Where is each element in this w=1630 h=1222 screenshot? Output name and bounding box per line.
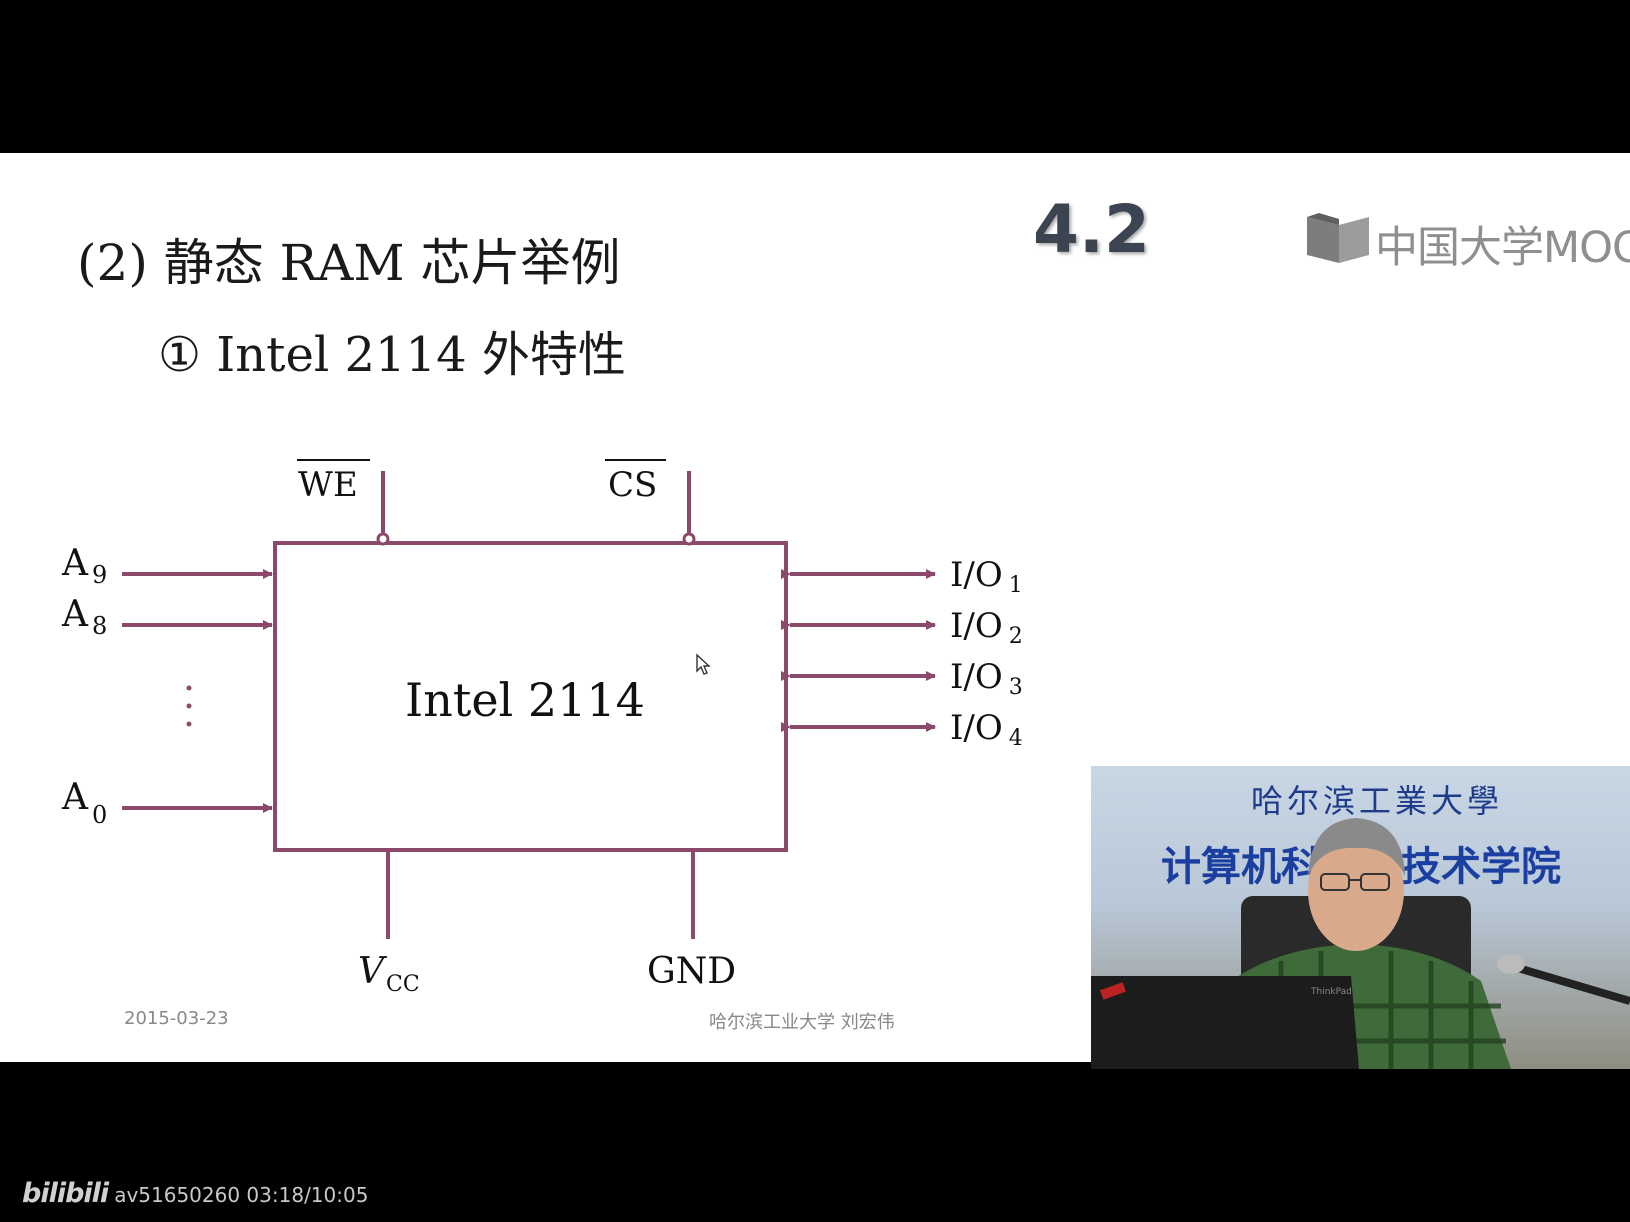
we-label: WE <box>298 465 358 505</box>
lecturer-figure: ThinkPad <box>1091 818 1630 1069</box>
cs-label: CS <box>608 465 657 505</box>
svg-text:ThinkPad: ThinkPad <box>1310 987 1352 997</box>
bilibili-logo: bilibili <box>22 1178 109 1209</box>
footer-date: 2015-03-23 <box>124 1008 229 1029</box>
gnd-label: GND <box>647 951 736 992</box>
we-pin-bubble <box>376 532 390 546</box>
mouse-cursor-icon <box>696 653 711 675</box>
slide-title: (2) 静态 RAM 芯片举例 <box>77 234 621 292</box>
book-icon <box>1307 213 1369 263</box>
university-banner: 哈尔滨工業大學 <box>1251 782 1504 820</box>
cs-pin-bubble <box>682 532 696 546</box>
ellipsis-dot <box>186 721 192 727</box>
vcc-label: VCC <box>358 951 420 997</box>
video-id-and-timestamp: av51650260 03:18/10:05 <box>114 1183 369 1207</box>
ellipsis-dot <box>186 685 192 691</box>
chip-body <box>273 541 788 852</box>
section-number: 4.2 <box>1033 191 1150 268</box>
lecture-slide: (2) 静态 RAM 芯片举例 ① Intel 2114 外特性 4.2 中国大… <box>0 153 1630 1062</box>
mooc-logo: 中国大学MOOC <box>1305 211 1630 273</box>
ellipsis-dot <box>186 703 192 709</box>
mooc-logo-text: 中国大学MOOC <box>1375 223 1630 273</box>
footer-author: 哈尔滨工业大学 刘宏伟 <box>709 1012 895 1033</box>
lecturer-video-overlay: 哈尔滨工業大學 计算机科学与技术学院 ThinkPad <box>1091 766 1630 1069</box>
slide-subtitle: ① Intel 2114 外特性 <box>158 327 626 383</box>
chip-label: Intel 2114 <box>405 673 645 727</box>
